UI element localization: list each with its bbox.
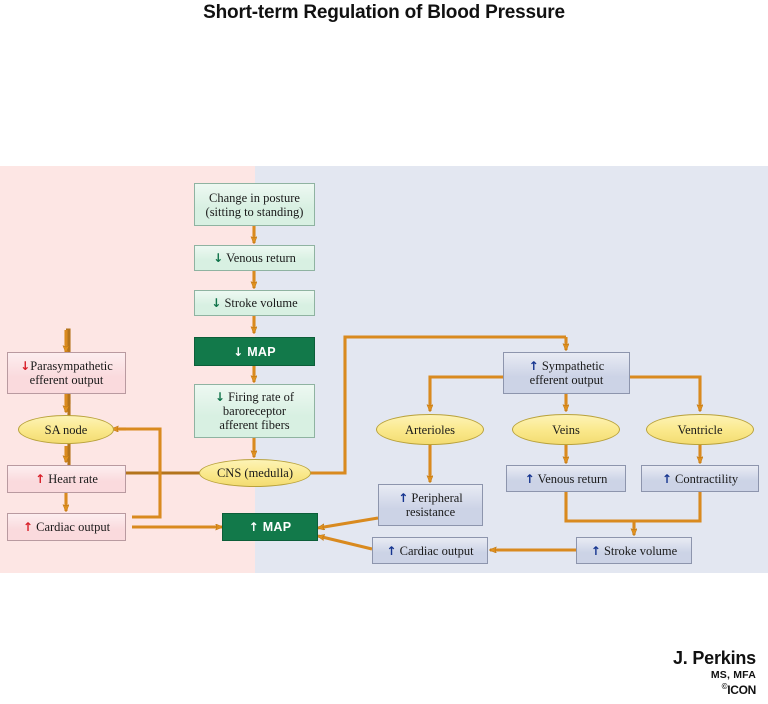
wire-sympathetic-to-ventricle: [630, 375, 700, 411]
node-change-in-posture-line1: Change in posture: [209, 190, 300, 205]
artist-credentials: MS, MFA: [710, 669, 756, 681]
node-heart-rate-increase[interactable]: ↑ Heart rate: [7, 465, 126, 493]
node-firing-rate-baroreceptor[interactable]: ↓ Firing rate of baroreceptor afferent f…: [194, 384, 315, 438]
page-title: Short-term Regulation of Blood Pressure: [203, 2, 565, 23]
node-peripheral-resistance-line1: Peripheral: [411, 491, 463, 505]
node-cardiac-output-left-label: Cardiac output: [36, 520, 111, 534]
node-cns-medulla-label: CNS (medulla): [216, 466, 294, 480]
wire-cardiacoutput-bottom-to-map: [318, 536, 373, 551]
node-contractility-label: Contractility: [675, 471, 739, 486]
node-peripheral-resistance[interactable]: ↑ Peripheral resistance: [378, 484, 483, 526]
artist-signature: J. Perkins MS, MFA ©ICON: [673, 648, 756, 697]
up-arrow-icon: ↑: [661, 471, 672, 486]
wire-resistance-to-map: [318, 516, 379, 528]
wire-contractility-merge: [634, 492, 702, 523]
node-change-in-posture-line2: (sitting to standing): [205, 204, 304, 219]
node-venous-return-decrease[interactable]: ↓ Venous return: [194, 245, 315, 271]
up-arrow-icon: ↑: [590, 543, 601, 558]
node-stroke-volume-decrease[interactable]: ↓ Stroke volume: [194, 290, 315, 316]
node-ventricle-label: Ventricle: [677, 422, 723, 437]
publisher-mark: ©ICON: [673, 682, 757, 697]
node-sa-node[interactable]: SA node: [18, 415, 114, 444]
node-sympathetic-efferent-output[interactable]: ↑ Sympathetic efferent output: [503, 352, 630, 394]
up-arrow-icon: ↑: [524, 471, 535, 486]
up-arrow-icon: ↑: [22, 520, 33, 534]
down-arrow-icon: ↓: [20, 359, 31, 373]
node-parasympathetic-line2: efferent output: [29, 373, 104, 387]
artist-name: J. Perkins: [672, 648, 756, 668]
node-stroke-volume-decrease-label: Stroke volume: [224, 296, 298, 310]
wire-sympathetic-to-arterioles: [430, 375, 503, 411]
node-map-increase[interactable]: ↑ MAP: [222, 513, 318, 541]
node-arterioles-label: Arterioles: [405, 422, 455, 437]
node-contractility[interactable]: ↑ Contractility: [641, 465, 759, 492]
up-arrow-icon: ↑: [35, 472, 46, 486]
up-arrow-icon: ↑: [248, 520, 259, 534]
node-stroke-volume-increase-label: Stroke volume: [603, 543, 678, 558]
down-arrow-icon: ↓: [213, 251, 224, 265]
publisher-name: ICON: [727, 683, 756, 697]
node-cardiac-output-bottom[interactable]: ↑ Cardiac output: [372, 537, 488, 564]
node-arterioles[interactable]: Arterioles: [376, 414, 484, 445]
node-firing-rate-line3: afferent fibers: [219, 418, 290, 432]
copyright-icon: ©: [721, 682, 728, 691]
up-arrow-icon: ↑: [386, 543, 397, 558]
node-firing-rate-line2: baroreceptor: [222, 404, 287, 418]
node-ventricle[interactable]: Ventricle: [646, 414, 754, 445]
wire-cns-to-sympathetic-trunk: [310, 335, 566, 475]
node-cardiac-output-left[interactable]: ↑ Cardiac output: [7, 513, 126, 541]
node-peripheral-resistance-line2: resistance: [405, 505, 456, 519]
node-veins[interactable]: Veins: [512, 414, 620, 445]
node-venous-return-increase[interactable]: ↑ Venous return: [506, 465, 626, 492]
node-cns-medulla[interactable]: CNS (medulla): [199, 459, 311, 487]
node-veins-label: Veins: [552, 422, 580, 437]
node-change-in-posture[interactable]: Change in posture (sitting to standing): [194, 183, 315, 226]
down-arrow-icon: ↓: [233, 344, 244, 359]
wire-venousreturn-merge: [564, 492, 634, 523]
wire-feedback-to-sanode-trunk: [120, 427, 162, 519]
up-arrow-icon: ↑: [398, 491, 409, 505]
node-parasympathetic-efferent-output[interactable]: ↓Parasympathetic efferent output: [7, 352, 126, 394]
down-arrow-icon: ↓: [211, 296, 222, 310]
node-cardiac-output-bottom-label: Cardiac output: [399, 543, 474, 558]
node-map-decrease-label: MAP: [247, 344, 276, 359]
node-sa-node-label: SA node: [44, 422, 88, 437]
node-heart-rate-label: Heart rate: [48, 472, 98, 486]
down-arrow-icon: ↓: [214, 390, 225, 404]
node-firing-rate-line1: Firing rate of: [228, 390, 295, 404]
node-venous-return-increase-label: Venous return: [537, 471, 608, 486]
node-parasympathetic-line1: Parasympathetic: [30, 359, 113, 373]
node-map-decrease[interactable]: ↓ MAP: [194, 337, 315, 366]
node-sympathetic-line1: Sympathetic: [541, 359, 605, 373]
up-arrow-icon: ↑: [528, 359, 539, 373]
node-venous-return-decrease-label: Venous return: [226, 251, 296, 265]
node-stroke-volume-increase[interactable]: ↑ Stroke volume: [576, 537, 692, 564]
node-map-increase-label: MAP: [262, 520, 292, 534]
node-sympathetic-line2: efferent output: [529, 373, 604, 387]
